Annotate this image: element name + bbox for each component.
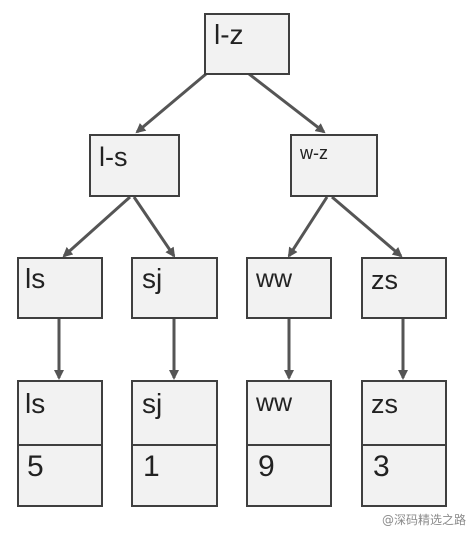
index-node-label: sj [142,263,163,294]
index-node-label: zs [371,265,398,295]
edge-root-to-l-s [135,72,207,134]
leaf-divider [133,444,216,446]
leaf-value: 5 [27,450,44,483]
leaf-value: 3 [373,450,390,483]
index-node-zs: zs [361,257,447,319]
root-node-label: l-z [214,19,244,50]
leaf-node-zs: zs 3 [361,380,447,507]
index-node-sj: sj [131,257,218,319]
index-node-label: ls [25,263,46,294]
internal-node-w-z: w-z [290,134,378,197]
leaf-value: 1 [143,450,160,483]
internal-node-label: l-s [99,142,128,172]
leaf-key: ww [256,389,293,417]
index-node-ww: ww [246,257,332,319]
edge-l-s-to-ls [62,195,131,258]
edge-root-to-w-z [248,72,326,134]
index-node-ls: ls [17,257,103,319]
leaf-node-ww: ww 9 [246,380,332,507]
internal-node-label: w-z [300,143,328,163]
edge-w-z-to-zs [331,195,403,258]
leaf-node-sj: sj 1 [131,380,218,507]
edge-w-z-to-ww [287,196,329,258]
index-node-label: ww [256,265,293,293]
leaf-divider [19,444,101,446]
internal-node-l-s: l-s [89,134,180,197]
watermark: @深码精选之路 [381,513,466,527]
leaf-value: 9 [258,450,275,483]
leaf-key: sj [142,388,163,419]
leaf-key: zs [371,389,398,419]
leaf-key: ls [25,388,46,419]
leaf-divider [363,444,445,446]
leaf-divider [248,444,330,446]
root-node: l-z [204,13,290,75]
leaf-node-ls: ls 5 [17,380,103,507]
edge-l-s-to-sj [132,196,176,258]
